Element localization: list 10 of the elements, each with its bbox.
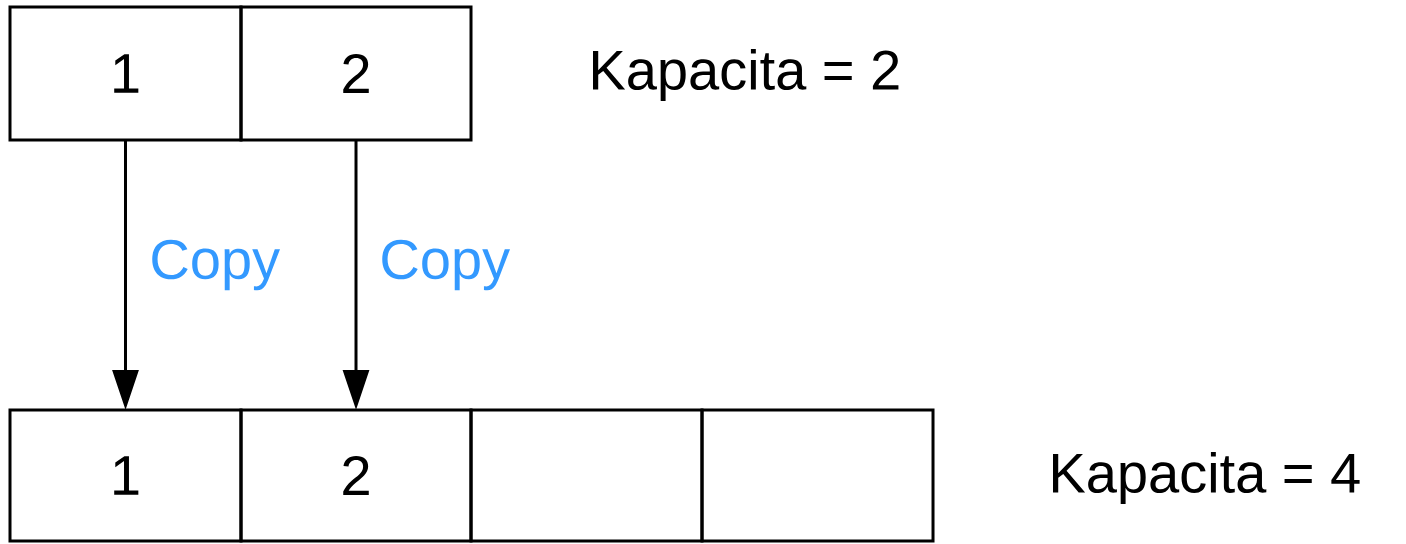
- edge-label: Copy: [147, 237, 283, 293]
- array-cell: 1: [8, 408, 243, 543]
- empty-array-cell: [700, 408, 935, 543]
- array-cell: 2: [239, 408, 473, 543]
- array-cell: 2: [239, 5, 473, 142]
- capacity-label: Kapacita = 2: [593, 48, 899, 102]
- empty-array-cell: [469, 408, 704, 543]
- edge-label: Copy: [377, 237, 513, 293]
- capacity-label: Kapacita = 4: [1053, 451, 1360, 505]
- array-cell: 1: [8, 5, 243, 142]
